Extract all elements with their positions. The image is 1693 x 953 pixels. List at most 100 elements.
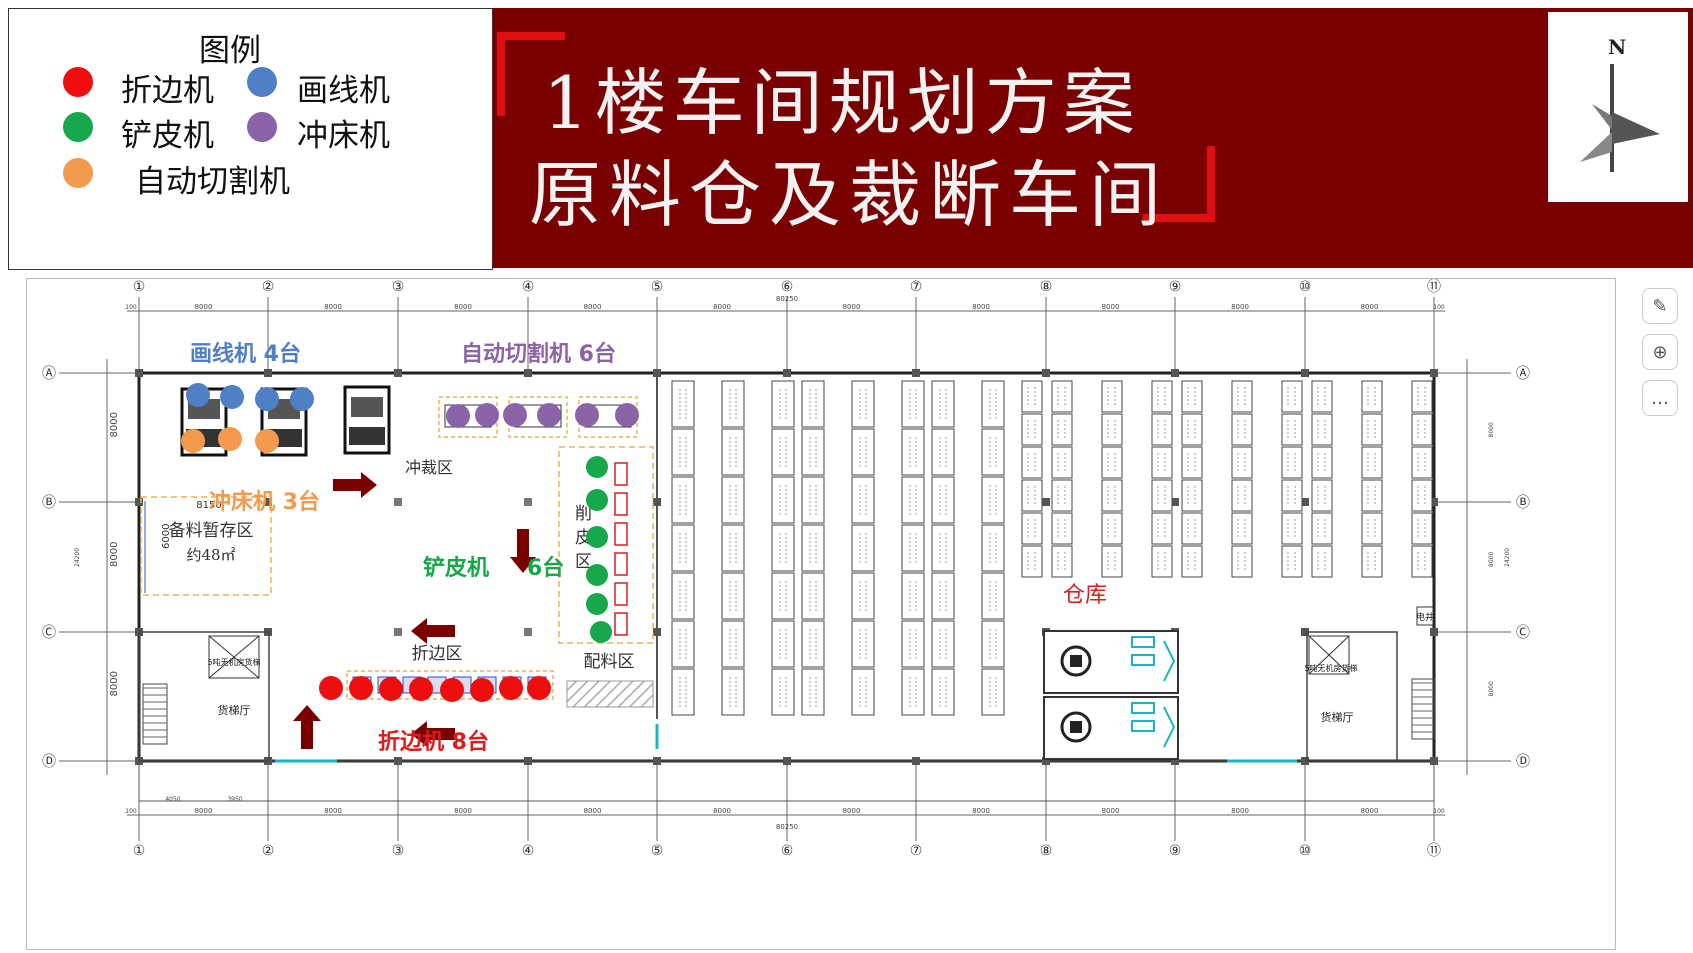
dim-sub-b: 3950: [227, 796, 242, 803]
grid-col-top-1: ①: [133, 279, 146, 295]
structural-column: [1042, 498, 1050, 506]
shelf-rack: [801, 620, 825, 668]
shelf-rack-small: [1101, 413, 1123, 446]
grid-row-left-2: Ⓑ: [42, 495, 56, 511]
shelf-rack-small: [1151, 380, 1173, 413]
shelf-rack: [801, 668, 825, 716]
skiving-machine: [614, 552, 628, 576]
shelf-rack-small: [1361, 413, 1383, 446]
shelf-rack: [721, 668, 745, 716]
office-furniture-cyan: [1131, 720, 1155, 732]
dim-edge-top-right: 100: [1433, 304, 1445, 311]
shelf-rack: [671, 572, 695, 620]
shelf-rack: [901, 380, 925, 428]
grid-row-left-4: Ⓓ: [42, 754, 56, 770]
more-icon[interactable]: …: [1642, 380, 1678, 416]
label-scribing-count: 画线机 4台: [190, 341, 301, 367]
interior-column: [524, 628, 532, 636]
shelf-rack: [801, 380, 825, 428]
marker-folding-5: [440, 678, 464, 702]
shelf-rack-small: [1101, 380, 1123, 413]
edit-image-icon[interactable]: ✎: [1642, 288, 1678, 324]
structural-column: [264, 498, 272, 506]
compass-arrow-nw: [1592, 104, 1612, 130]
office-furniture-cyan: [1131, 702, 1155, 714]
dim-bay-top: 8000: [454, 303, 472, 311]
dim-row-right: 8000: [1488, 552, 1495, 567]
structural-column: [1171, 369, 1179, 377]
shelf-rack-small: [1361, 380, 1383, 413]
dim-bay-top: 8000: [713, 303, 731, 311]
grid-col-top-3: ③: [392, 279, 405, 295]
backup-storage-height: 6000: [161, 524, 172, 549]
grid-col-top-10: ⑩: [1299, 279, 1312, 295]
marker-folding-1: [319, 676, 343, 700]
structural-column: [783, 757, 791, 765]
shelf-rack: [801, 572, 825, 620]
left-stairs: [142, 683, 168, 745]
shelf-rack-small: [1181, 512, 1203, 545]
marker-scribing-1: [186, 383, 210, 407]
grid-col-top-6: ⑥: [781, 279, 794, 295]
shelf-rack: [931, 668, 955, 716]
shelf-rack: [801, 428, 825, 476]
dim-height-left: 24200: [74, 548, 81, 567]
grid-col-bottom-7: ⑦: [910, 843, 923, 859]
marker-folding-6: [470, 678, 494, 702]
shelf-rack-small: [1411, 512, 1433, 545]
legend: 图例折边机画线机铲皮机冲床机自动切割机: [8, 8, 493, 270]
shelf-rack: [981, 620, 1005, 668]
marker-skiving-1: [586, 456, 608, 478]
legend-marker-1: [63, 67, 93, 97]
shelf-rack-small: [1311, 545, 1333, 578]
shelf-rack: [931, 524, 955, 572]
label-skiving-count: 6台: [527, 555, 564, 581]
grid-col-bottom-8: ⑧: [1040, 843, 1053, 859]
arrow-left-folding: [411, 618, 455, 644]
shelf-rack: [981, 524, 1005, 572]
dim-sub-a: 4050: [165, 796, 180, 803]
label-punch-zone: 冲裁区: [405, 458, 453, 477]
marker-punch-2: [475, 403, 499, 427]
dim-edge-bottom-right: 100: [1433, 808, 1445, 815]
shelf-rack: [981, 476, 1005, 524]
dim-total-bottom: 80250: [776, 823, 798, 831]
structural-column: [394, 369, 402, 377]
shelf-rack-small: [1181, 380, 1203, 413]
marker-folding-2: [349, 676, 373, 700]
compass: N: [1548, 12, 1688, 202]
interior-column: [394, 498, 402, 506]
banner-frame-svg: [497, 32, 1215, 222]
arrow-left-folding-bottom: [411, 721, 455, 747]
office-furniture-cyan: [1131, 654, 1155, 666]
grid-col-bottom-2: ②: [262, 843, 275, 859]
punch-machine-top: [351, 397, 383, 417]
grid-col-bottom-4: ④: [522, 843, 535, 859]
shelf-rack-small: [1281, 512, 1303, 545]
shelf-rack: [901, 428, 925, 476]
dim-bay-bottom: 8000: [843, 807, 861, 815]
shelf-rack: [931, 476, 955, 524]
shelf-rack: [981, 572, 1005, 620]
label-autocut-count: 自动切割机 6台: [461, 341, 616, 367]
marker-scribing-2: [220, 385, 244, 409]
shelf-rack: [771, 668, 795, 716]
shelf-rack-small: [1311, 413, 1333, 446]
shelf-rack-small: [1151, 446, 1173, 479]
structural-column: [1042, 369, 1050, 377]
right-elevator-x: [1308, 635, 1350, 675]
shelf-rack-small: [1411, 545, 1433, 578]
arrow-to-punch-zone: [333, 472, 377, 498]
shelf-rack: [771, 620, 795, 668]
shelf-rack: [931, 620, 955, 668]
zoom-in-icon[interactable]: ⊕: [1642, 334, 1678, 370]
label-batching-zone: 配料区: [584, 652, 635, 672]
shelf-rack: [931, 380, 955, 428]
shelf-rack-small: [1361, 479, 1383, 512]
skiving-machine: [614, 582, 628, 606]
skiving-machine: [614, 462, 628, 486]
shelf-rack-small: [1051, 413, 1073, 446]
shelf-rack-small: [1051, 380, 1073, 413]
grid-col-top-4: ④: [522, 279, 535, 295]
